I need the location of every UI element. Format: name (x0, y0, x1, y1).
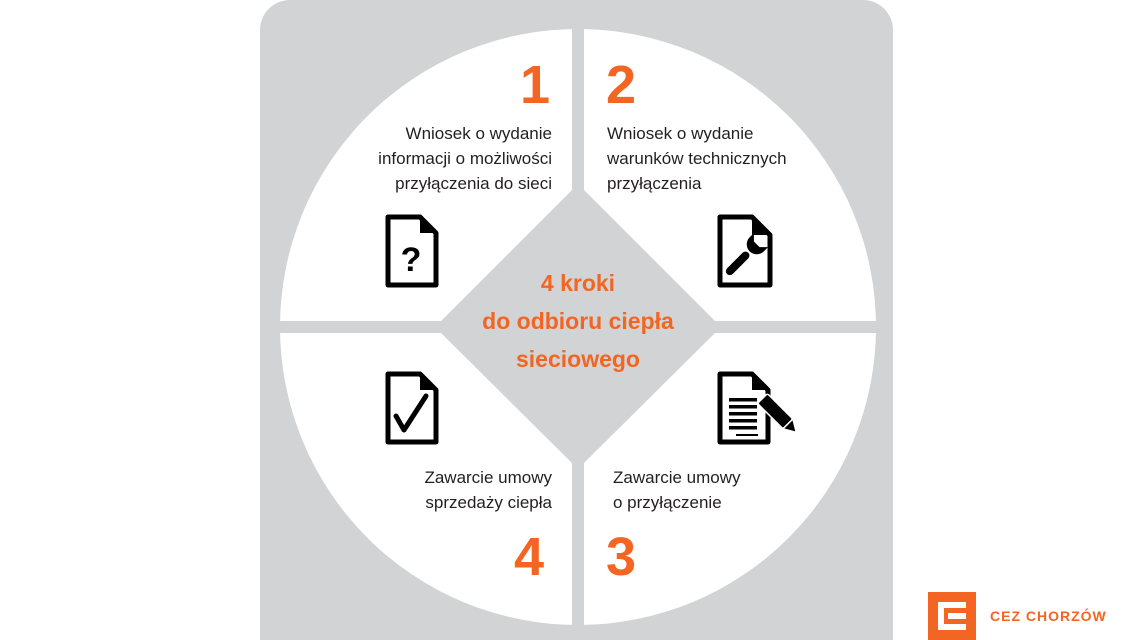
svg-text:?: ? (401, 241, 422, 279)
center-title: 4 kroki do odbioru ciepła sieciowego (458, 264, 698, 378)
step-1-text: Wniosek o wydanie informacji o możliwośc… (330, 121, 552, 196)
step-3-text: Zawarcie umowy o przyłączenie (613, 465, 833, 515)
document-check-icon (385, 371, 439, 445)
cez-logo: CEZ CHORZÓW (928, 592, 1107, 640)
step-3-line-1: Zawarcie umowy (613, 468, 741, 487)
step-2-number: 2 (606, 55, 637, 115)
step-4-text: Zawarcie umowy sprzedaży ciepła (330, 465, 552, 515)
step-2-text: Wniosek o wydanie warunków technicznych … (607, 121, 847, 196)
step-1-number: 1 (520, 55, 551, 115)
document-question-icon: ? (385, 214, 439, 288)
document-sign-icon (717, 371, 798, 445)
step-2-line-2: warunków technicznych (607, 149, 787, 168)
step-3-number: 3 (606, 527, 637, 587)
center-diamond (440, 188, 716, 465)
step-1-line-1: Wniosek o wydanie (405, 124, 552, 143)
step-4-line-2: sprzedaży ciepła (425, 493, 552, 512)
step-1-line-3: przyłączenia do sieci (395, 174, 552, 193)
step-4-line-1: Zawarcie umowy (424, 468, 552, 487)
step-3-line-2: o przyłączenie (613, 493, 722, 512)
document-wrench-icon (717, 214, 773, 288)
title-line-2: do odbioru ciepła (482, 308, 674, 334)
logo-text: CEZ CHORZÓW (990, 608, 1107, 624)
title-line-1: 4 kroki (540, 270, 616, 296)
step-2-line-3: przyłączenia (607, 174, 702, 193)
cez-logo-icon (928, 592, 976, 640)
title-line-3: sieciowego (516, 346, 640, 372)
step-2-line-1: Wniosek o wydanie (607, 124, 754, 143)
step-4-number: 4 (514, 527, 545, 587)
step-1-line-2: informacji o możliwości (378, 149, 552, 168)
